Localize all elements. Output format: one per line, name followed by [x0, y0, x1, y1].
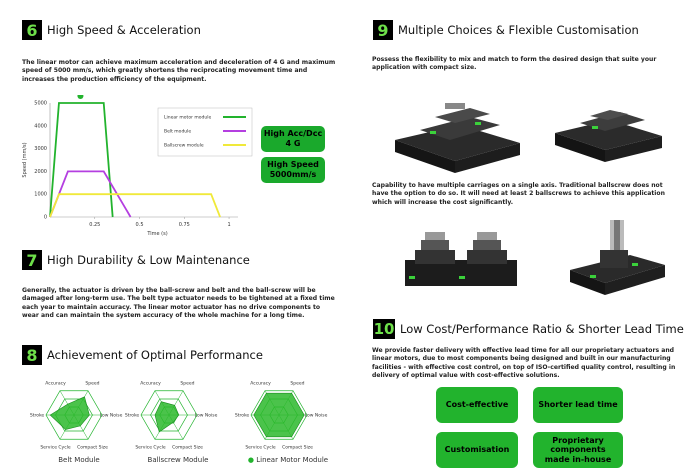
radar-data-area-0	[49, 396, 90, 430]
radar-axis-label-acc: Accuracy	[45, 380, 66, 386]
section-9-text-1: Possess the flexibility to mix and match…	[372, 56, 657, 72]
actuator-image-4	[570, 220, 665, 295]
section-number-6: 6	[22, 20, 42, 40]
section-number-8: 8	[22, 345, 42, 365]
speed-badge-line1: High Speed	[267, 160, 319, 169]
radar-axis-label-size: Compact Size	[282, 445, 313, 451]
radar-axis-label-size: Compact Size	[172, 445, 203, 451]
speed-badge: High Speed 5000mm/s	[261, 157, 325, 183]
actuator-image-2	[555, 110, 662, 162]
chart-x-tick-label: 0.5	[136, 222, 144, 228]
radar-data-area-1	[154, 401, 180, 433]
section-title-9: Multiple Choices & Flexible Customisatio…	[398, 23, 639, 37]
customisation-button: Customisation	[436, 432, 518, 468]
chart-x-tick-label: 0.75	[179, 222, 190, 228]
radar-axis-label-stroke: Stroke	[30, 413, 45, 419]
chart-y-tick-label: 5000	[34, 101, 47, 107]
radar-axis-label-spd: Speed	[85, 380, 99, 386]
radar-axis-label-acc: Accuracy	[140, 380, 161, 386]
radar-axis-label-stroke: Stroke	[235, 413, 250, 419]
acc-badge: High Acc/Dcc 4 G	[261, 126, 325, 152]
radar-axis-label-cycle: Service Cycle	[40, 445, 71, 451]
chart-series-line-2	[49, 193, 221, 218]
actuator-image-1	[395, 103, 520, 173]
proprietary-components-button: Proprietary components made in-house	[533, 432, 623, 468]
section-number-7: 7	[22, 250, 42, 270]
chart-legend-label-0: Linear motor module	[164, 115, 211, 121]
radar-axis-label-acc: Accuracy	[250, 380, 271, 386]
speed-badge-line2: 5000mm/s	[269, 170, 317, 179]
radar-data-area-2	[253, 392, 305, 438]
radar-axis-label-spd: Speed	[290, 380, 304, 386]
chart-x-tick-label: 1	[227, 222, 230, 228]
actuator-image-3	[405, 232, 517, 286]
chart-y-tick-label: 1000	[34, 192, 47, 198]
radar-axis-label-size: Compact Size	[77, 445, 108, 451]
acc-badge-line1: High Acc/Dcc	[263, 129, 323, 138]
radar-axis-label-stroke: Stroke	[125, 413, 140, 419]
award-marker-icon	[77, 95, 84, 99]
radar-axis-label-cycle: Service Cycle	[135, 445, 166, 451]
chart-series-line-0	[49, 102, 114, 218]
section-9-text-2: Capability to have multiple carriages on…	[372, 182, 665, 206]
radar-axis-label-cycle: Service Cycle	[245, 445, 276, 451]
radar-name-ballscrew: Ballscrew Module	[147, 456, 209, 464]
cost-effective-button: Cost-effective	[436, 387, 518, 423]
chart-y-axis-label: Speed (mm/s)	[22, 142, 28, 177]
section-10-text: We provide faster delivery with effectiv…	[372, 347, 676, 379]
chart-y-tick-label: 2000	[34, 169, 47, 175]
chart-y-tick-label: 3000	[34, 146, 47, 152]
section-7-text: Generally, the actuator is driven by the…	[22, 287, 335, 319]
radar-name-linear: ● Linear Motor Module	[238, 456, 338, 464]
acc-badge-line2: 4 G	[285, 139, 301, 148]
chart-y-tick-label: 4000	[34, 123, 47, 129]
radar-name-linear-text: Linear Motor Module	[256, 456, 329, 464]
radar-axis-label-noise: Low Noise	[305, 413, 328, 419]
radar-axis-label-noise: Low Noise	[100, 413, 123, 419]
chart-x-tick-label: 0.25	[89, 222, 100, 228]
chart-y-tick-label: 0	[44, 215, 47, 221]
radar-axis-label-spd: Speed	[180, 380, 194, 386]
section-title-10: Low Cost/Performance Ratio & Shorter Lea…	[400, 322, 684, 336]
section-title-7: High Durability & Low Maintenance	[47, 253, 250, 267]
chart-legend-label-2: Ballscrew module	[164, 143, 204, 149]
speed-chart: 5000 4000 3000 2000 1000 0 0.25 0.5 0.75 1 Speed (…	[22, 95, 253, 237]
section-6-text: The linear motor can achieve maximum acc…	[22, 59, 336, 83]
section-title-6: High Speed & Acceleration	[47, 23, 201, 37]
section-number-10: 10	[373, 319, 395, 339]
chart-legend-label-1: Belt module	[164, 129, 191, 135]
section-number-9: 9	[373, 20, 393, 40]
chart-x-axis-label: Time (s)	[146, 231, 167, 237]
radar-name-belt: Belt Module	[58, 456, 100, 464]
section-title-8: Achievement of Optimal Performance	[47, 348, 263, 362]
radar-axis-label-noise: Low Noise	[195, 413, 218, 419]
shorter-lead-time-button: Shorter lead time	[533, 387, 623, 423]
award-icon: ●	[247, 456, 254, 464]
